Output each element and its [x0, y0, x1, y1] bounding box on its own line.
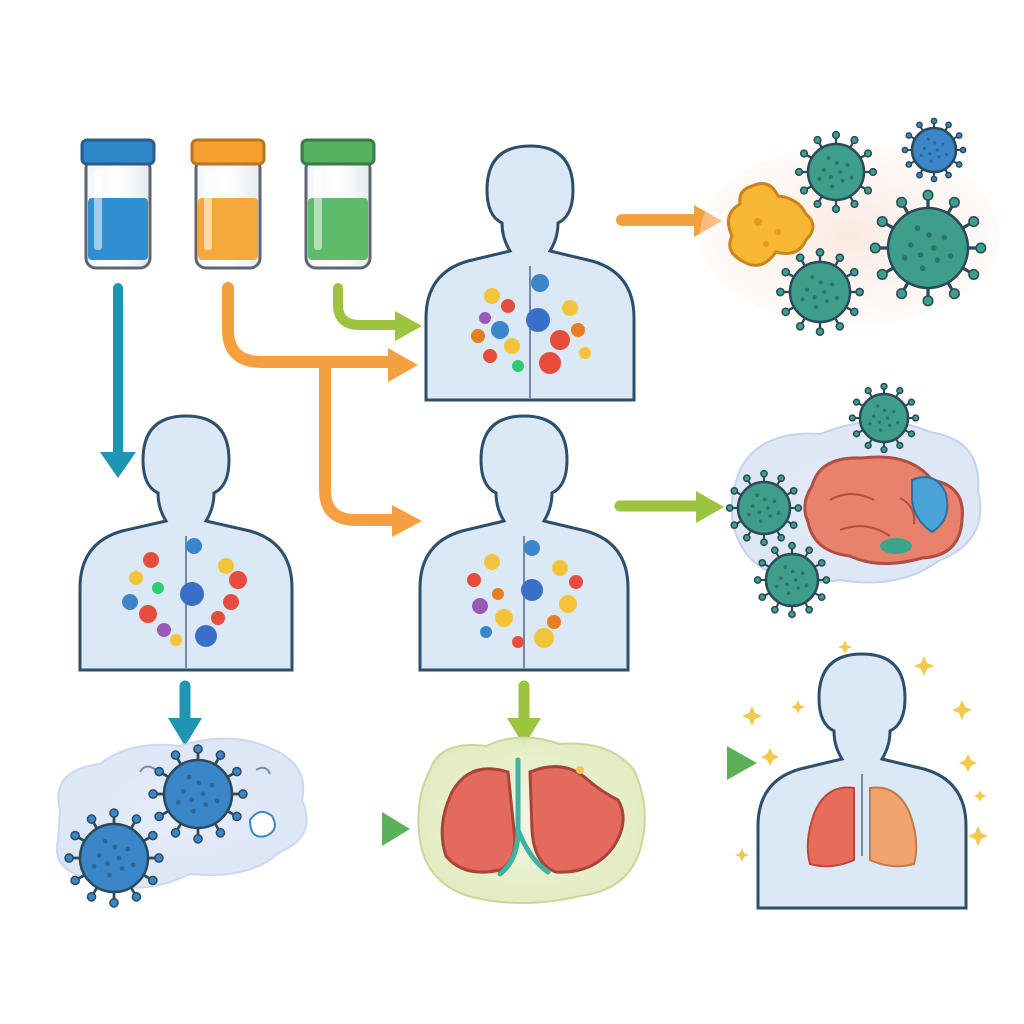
lungs-icon — [440, 757, 625, 877]
virus-icon — [64, 808, 164, 908]
vial-green-icon — [300, 138, 376, 270]
flow-arrow-orange-branch — [222, 282, 422, 537]
organ-tissue-icon — [803, 455, 964, 566]
flow-arrow-lime-down — [507, 680, 541, 746]
virus-icon — [901, 117, 967, 183]
flow-arrow-lime-elbow — [333, 283, 422, 341]
flow-arrow-green-right-1 — [290, 812, 410, 846]
virus-icon — [725, 469, 803, 547]
human-silhouette-middle-left — [78, 414, 294, 672]
inflamed-lungs-cluster — [417, 736, 646, 904]
human-silhouette-bottom-right — [756, 652, 968, 910]
human-silhouette-middle-right — [418, 414, 630, 672]
flow-arrow-teal-down-2 — [168, 680, 202, 746]
vial-orange-icon — [190, 138, 266, 270]
virus-icon — [869, 189, 987, 307]
virus-layer — [64, 117, 987, 908]
sparkle-icon — [735, 640, 988, 862]
lungs-icon — [806, 786, 918, 868]
virus-icon — [753, 541, 831, 619]
immune-cell-icon — [726, 182, 815, 267]
virus-icon — [848, 382, 920, 454]
virus-icon — [776, 248, 864, 336]
virus-icon — [794, 130, 878, 214]
human-silhouette-top — [424, 144, 636, 402]
flow-arrow-lime-right — [614, 491, 724, 523]
infected-organ-cluster — [730, 420, 982, 584]
flow-arrow-teal-down-1 — [100, 283, 136, 478]
vial-blue-icon — [80, 138, 156, 270]
virus-icon — [148, 744, 248, 844]
